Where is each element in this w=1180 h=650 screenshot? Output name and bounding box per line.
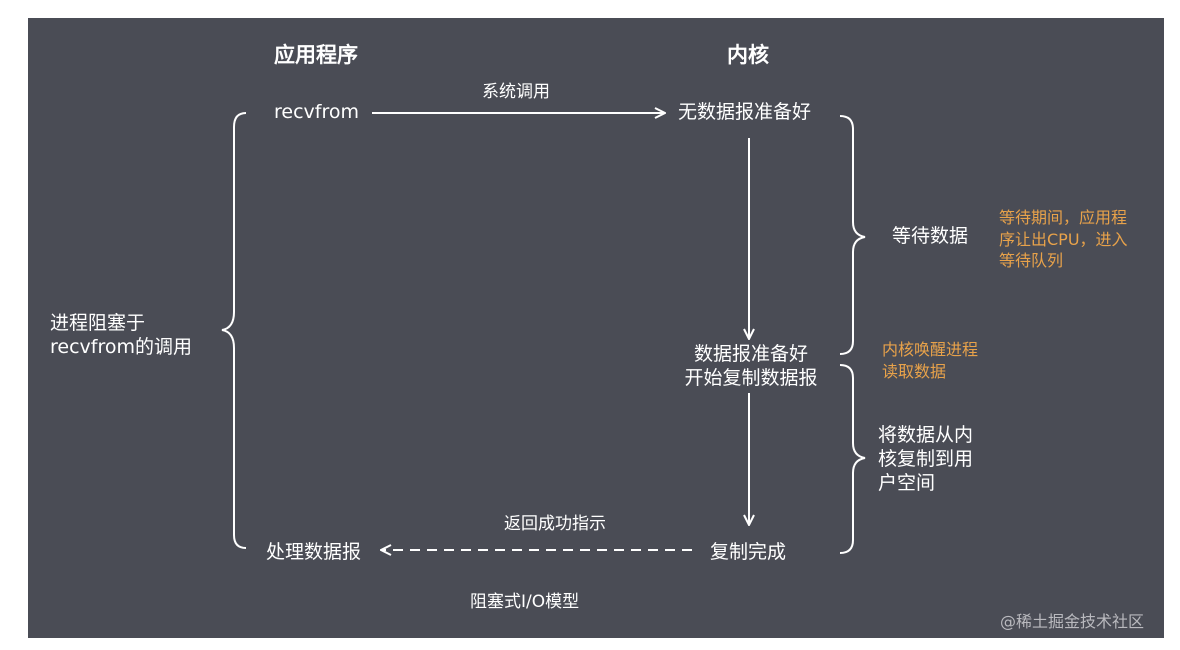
diagram-caption: 阻塞式I/O模型: [470, 592, 580, 612]
recvfrom-label: recvfrom: [274, 101, 359, 123]
system-call-label: 系统调用: [482, 82, 550, 102]
data-ready-line1: 数据报准备好: [693, 343, 808, 365]
copy-to-user-label: 将数据从内 核复制到用 户空间: [878, 424, 973, 495]
data-ready-label: 数据报准备好 开始复制数据报: [678, 343, 824, 391]
process-blocked-line2: recvfrom的调用: [50, 335, 192, 358]
watermark: @稀土掘金技术社区: [1000, 612, 1145, 631]
data-ready-line2: 开始复制数据报: [684, 366, 818, 389]
process-datagram-label: 处理数据报: [266, 541, 362, 563]
wait-note: 等待期间，应用程 序让出CPU，进入 等待队列: [999, 207, 1128, 272]
kernel-header: 内核: [727, 43, 769, 67]
wake-note-line2: 读取数据: [882, 361, 947, 381]
wait-note-line2: 序让出CPU，进入: [999, 229, 1128, 249]
wait-note-line1: 等待期间，应用程: [999, 208, 1128, 227]
copy-to-user-line2: 核复制到用: [878, 447, 974, 470]
copy-complete-label: 复制完成: [710, 541, 787, 563]
app-header: 应用程序: [274, 43, 358, 67]
no-data-ready-label: 无数据报准备好: [678, 101, 812, 123]
left-brace: [221, 112, 247, 549]
copy-to-user-line1: 将数据从内: [878, 424, 974, 446]
wait-brace: [839, 115, 866, 355]
return-success-label: 返回成功指示: [504, 514, 606, 534]
wake-note: 内核唤醒进程 读取数据: [882, 339, 978, 382]
wait-note-line3: 等待队列: [999, 251, 1064, 271]
wait-data-label: 等待数据: [892, 225, 969, 247]
copy-brace: [839, 364, 866, 554]
process-blocked-label: 进程阻塞于 recvfrom的调用: [50, 312, 192, 360]
wake-note-line1: 内核唤醒进程: [882, 340, 979, 359]
diagram-panel: [28, 18, 1164, 638]
copy-to-user-line3: 户空间: [878, 471, 936, 494]
process-blocked-line1: 进程阻塞于: [50, 312, 146, 334]
